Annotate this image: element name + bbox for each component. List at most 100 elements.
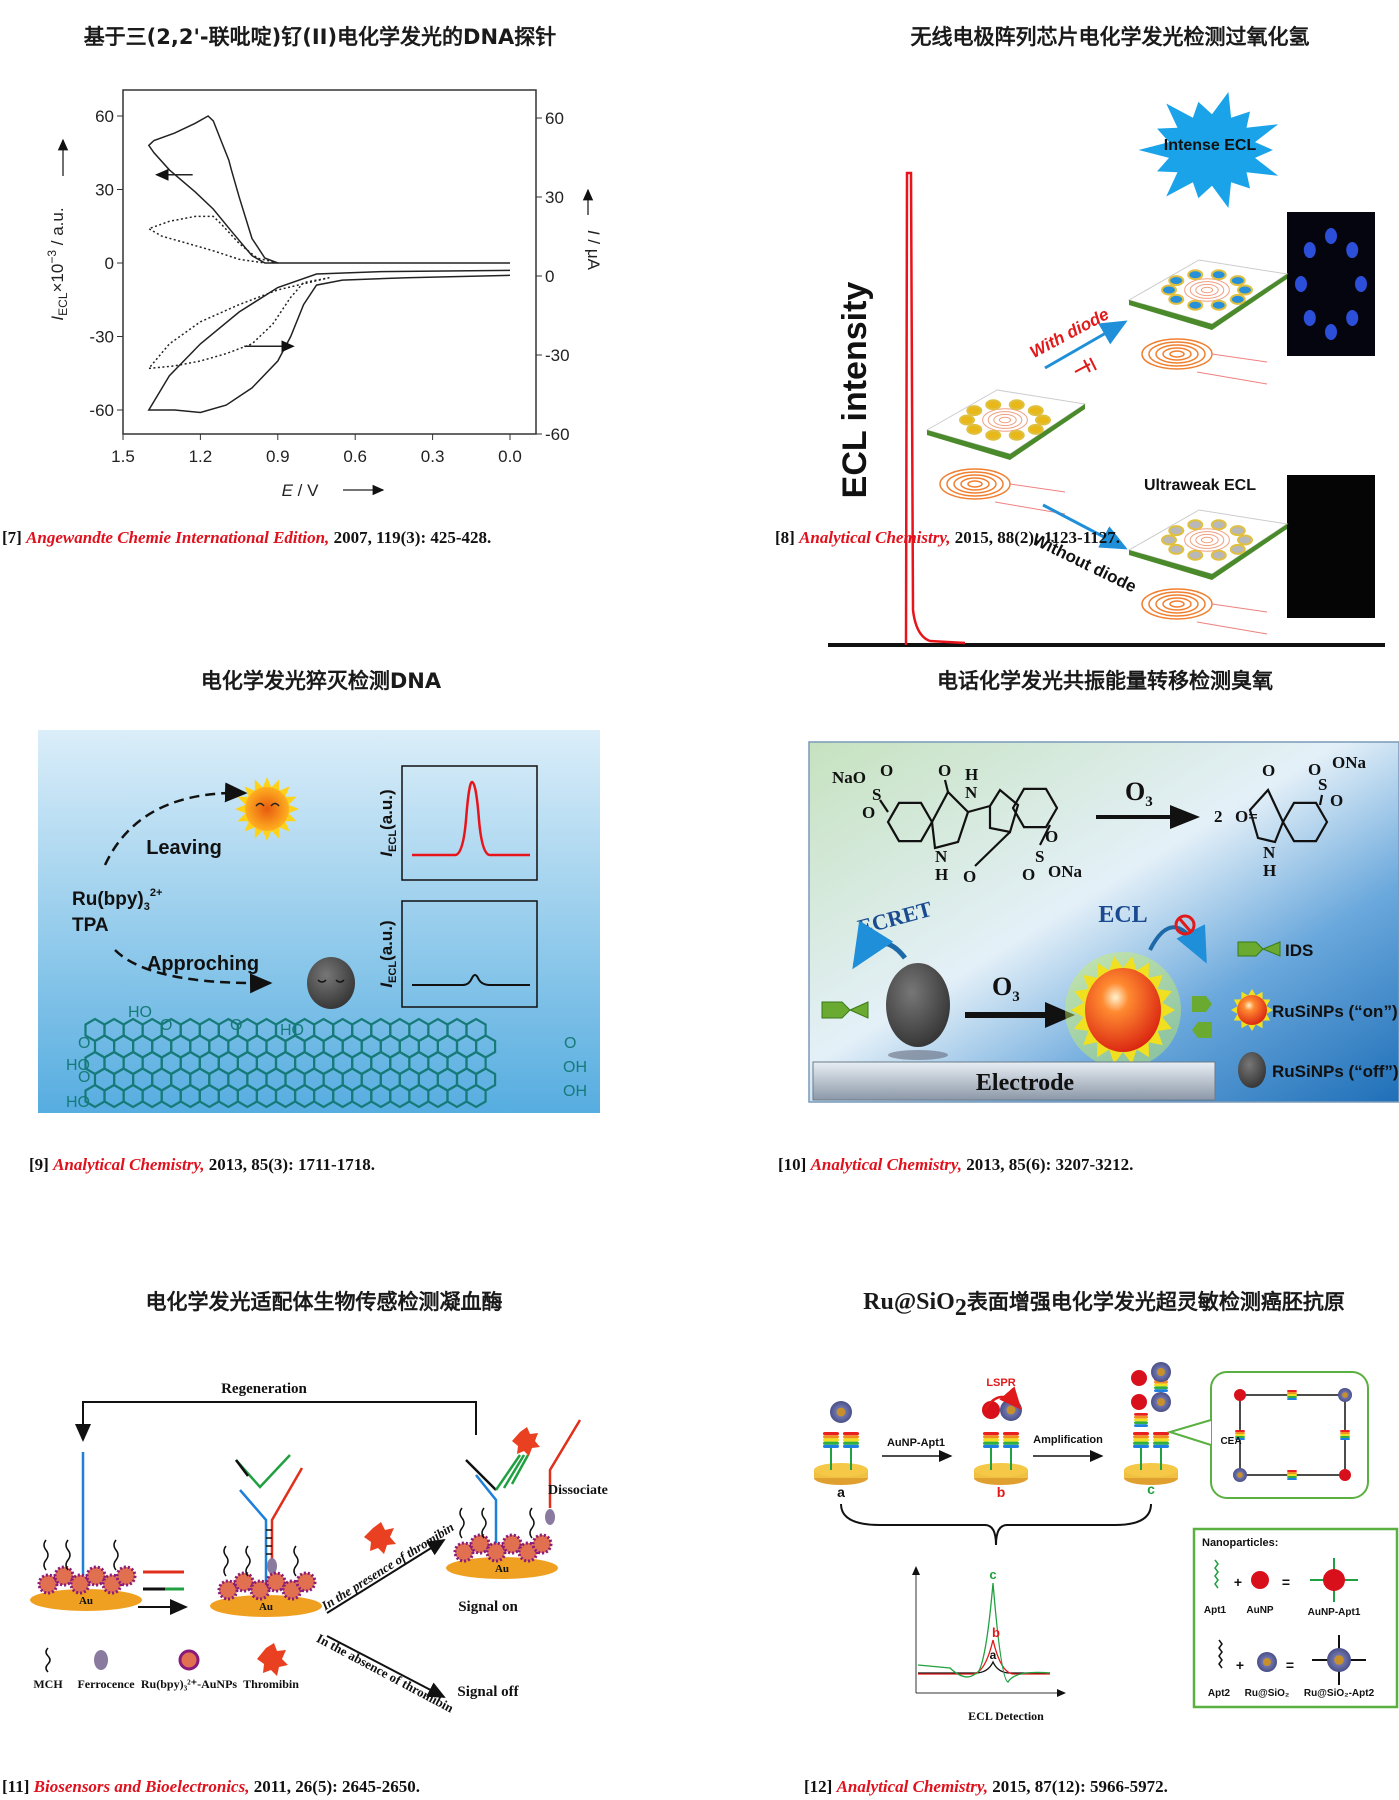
ru-aunp xyxy=(115,1565,137,1587)
coil-ring xyxy=(967,480,983,488)
apt1-icon xyxy=(1214,1559,1219,1589)
rainbow-cea xyxy=(1235,1434,1245,1436)
citation: [11] Biosensors and Bioelectronics, 2011… xyxy=(2,1777,420,1796)
tpa-label: TPA xyxy=(72,915,109,936)
atom-label: ONa xyxy=(1048,862,1083,881)
rainbow-cea xyxy=(1235,1438,1245,1440)
legend: MCH Ferrocence Ru(bpy)₃²⁺-AuNPs Thromibi… xyxy=(33,1643,299,1691)
electrode-dot xyxy=(1008,429,1025,441)
rainbow-cea xyxy=(843,1432,859,1436)
coil-ring xyxy=(946,471,1004,497)
citation: [9] Analytical Chemistry, 2013, 85(3): 1… xyxy=(29,1155,375,1174)
mch-chain xyxy=(65,1539,71,1571)
figure-title: 电化学发光适配体生物传感检测凝血酶 xyxy=(146,1290,503,1314)
coefficient-label: 2 xyxy=(1214,807,1223,826)
step-label: c xyxy=(1147,1481,1155,1497)
atom-label: N xyxy=(935,847,948,866)
y-axis-left-label: IECL×10−3 / a.u. xyxy=(45,207,70,320)
ru-aunp xyxy=(265,1571,287,1593)
rainbow-cea xyxy=(1153,1441,1169,1445)
coil-wire xyxy=(1009,483,1066,493)
rainbow-cea xyxy=(1235,1436,1245,1438)
group-label: HO xyxy=(66,1057,90,1074)
rainbow-cea xyxy=(1134,1415,1148,1419)
cea-label: CEA xyxy=(1220,1436,1241,1447)
au-np xyxy=(1339,1469,1351,1481)
chip-edge xyxy=(1129,274,1287,330)
x-tick-label: 0.0 xyxy=(498,447,522,466)
coil-ring xyxy=(993,413,1017,427)
coil-ring xyxy=(982,408,1028,432)
leaving-label: Leaving xyxy=(146,837,222,859)
electrode-dot xyxy=(1229,525,1246,537)
dissociate-label: Dissociate xyxy=(548,1483,608,1498)
equals-sign: = xyxy=(1282,1574,1290,1590)
coil-wire xyxy=(1211,353,1268,363)
scheme-background xyxy=(38,730,600,1113)
ozone-label: O3 xyxy=(1125,777,1153,810)
au-np xyxy=(1323,1569,1345,1591)
presence-arrow xyxy=(326,1538,446,1614)
chem-labels: NaO S O O O H N N H O S O O ONa 2 O= O N… xyxy=(832,753,1367,886)
sad-ball-icon xyxy=(307,957,355,1009)
x-tick-label: 1.2 xyxy=(189,447,213,466)
rainbow-cea xyxy=(983,1435,999,1439)
off-nanoparticle xyxy=(886,963,950,1047)
bond xyxy=(879,799,889,813)
atom-label: H xyxy=(965,765,978,784)
electrode-dot xyxy=(1168,275,1185,287)
electrode-dot xyxy=(1168,543,1185,555)
legend-on-icon xyxy=(1231,989,1273,1031)
rainbow-cea xyxy=(1154,1380,1168,1384)
electrode-dot xyxy=(1161,534,1177,546)
step-label: a xyxy=(837,1484,845,1500)
legend-label: MCH xyxy=(33,1677,63,1691)
ru-bpy-label: Ru(bpy)32+ xyxy=(72,887,162,913)
x-tick-label: 0.3 xyxy=(421,447,445,466)
group-label: OH xyxy=(563,1059,587,1076)
aptamer-strand xyxy=(1140,1445,1162,1470)
approaching-label: Approching xyxy=(147,953,259,975)
curve-c xyxy=(917,1582,1051,1683)
rainbow-cea xyxy=(823,1441,839,1445)
inset-plot-low xyxy=(401,900,538,1008)
sun-face xyxy=(245,787,289,831)
electrode-dot xyxy=(1027,405,1044,417)
ru-core xyxy=(1006,1405,1016,1415)
ozone-arrow-icon xyxy=(965,1002,1075,1028)
au-electrode-2: Au xyxy=(210,1545,322,1617)
atom-label: H xyxy=(935,865,948,884)
electrode-dot xyxy=(1168,525,1185,537)
coil-ring xyxy=(1195,533,1219,547)
rainbow-cea xyxy=(1287,1398,1297,1400)
electrode-dot xyxy=(1210,519,1227,531)
rainbow-cea xyxy=(1153,1432,1169,1436)
cea-network xyxy=(1233,1388,1352,1482)
ids-fragment-icon xyxy=(1192,996,1212,1012)
plus-sign: + xyxy=(1236,1657,1244,1673)
coil-ring xyxy=(1162,597,1192,611)
electrode-dot xyxy=(1008,399,1025,411)
citation: [8] Analytical Chemistry, 2015, 88(2): 1… xyxy=(775,528,1120,547)
on-nanoparticle xyxy=(1237,995,1267,1025)
cv-ecl-curves xyxy=(147,115,511,414)
ecl-spot xyxy=(1303,242,1316,259)
brace xyxy=(840,1503,1152,1546)
atom-label: S xyxy=(1035,847,1044,866)
rainbow-cea xyxy=(1287,1392,1297,1394)
electrode-stacks xyxy=(814,1362,1178,1485)
ecl-spot xyxy=(1303,309,1316,326)
coil-ring xyxy=(1200,286,1214,294)
coil-ring xyxy=(1189,531,1225,549)
group-label: O xyxy=(564,1035,576,1052)
absence-arrow xyxy=(326,1635,446,1698)
mch-chain xyxy=(43,1539,49,1571)
electrode-stack xyxy=(814,1401,868,1485)
ecl-spot xyxy=(1346,242,1359,259)
legend-label: Thromibin xyxy=(243,1677,299,1691)
bond xyxy=(974,831,1011,867)
electrode-dot xyxy=(1161,284,1177,296)
ru-aunp xyxy=(249,1579,271,1601)
ecl-spot xyxy=(1346,309,1359,326)
electrode-dot xyxy=(1187,299,1204,311)
